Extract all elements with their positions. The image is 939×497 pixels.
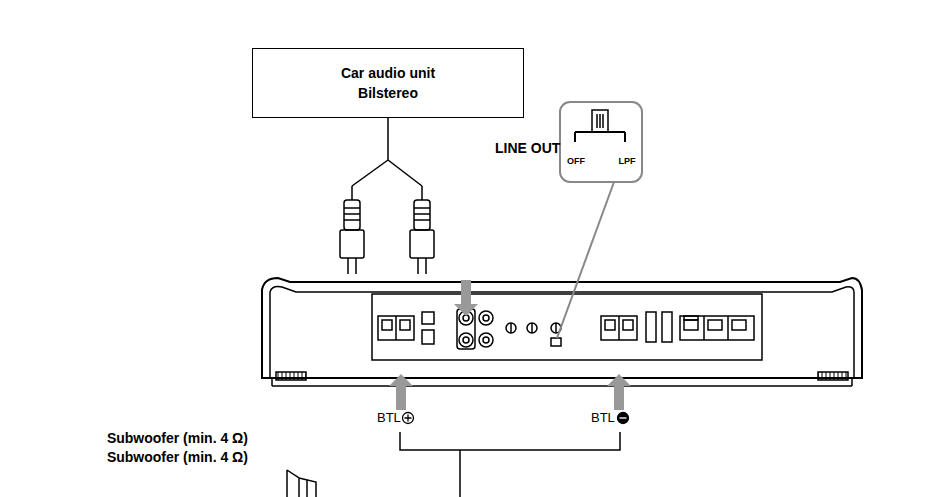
terminal-name: BTL (377, 411, 401, 424)
speaker-name: Subwoofer (min. 4 Ω) (107, 450, 248, 464)
source-box: Car audio unitBilstereo (252, 48, 524, 118)
speaker-name: Subwoofer (min. 4 Ω) (107, 431, 248, 445)
box-text: Car audio unit (341, 63, 435, 83)
switch-position: LPF (619, 157, 636, 166)
switch-position: OFF (567, 157, 585, 166)
box-text: Bilstereo (358, 83, 418, 103)
signal-name: LINE OUT (495, 141, 560, 155)
rca-plug (340, 186, 364, 274)
terminal-name: BTL (591, 411, 615, 424)
